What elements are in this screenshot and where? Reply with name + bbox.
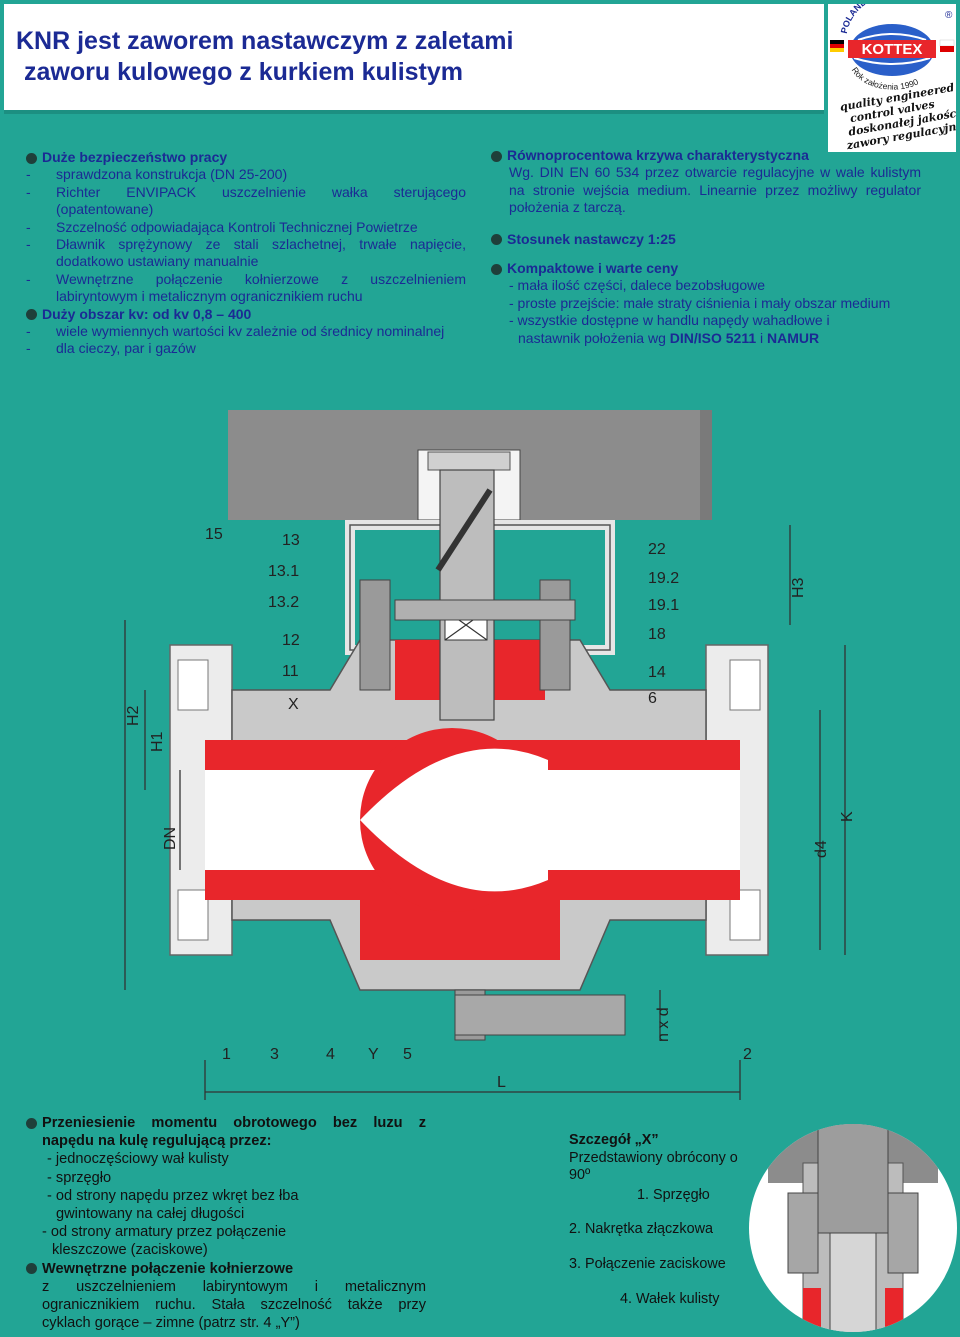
label-13: 13 bbox=[282, 532, 300, 549]
safety-heading: Duże bezpieczeństwo pracy bbox=[26, 149, 466, 166]
label-1: 1 bbox=[222, 1046, 231, 1063]
compact-heading: Kompaktowe i warte ceny bbox=[491, 260, 921, 277]
page-title-line-2: zaworu kulowego z kurkiem kulistym bbox=[24, 58, 464, 86]
bullet-icon bbox=[26, 1263, 37, 1275]
stem bbox=[439, 469, 495, 721]
detail-subtitle-line-2: 90º bbox=[569, 1167, 591, 1184]
list-item: - sprzęgło bbox=[47, 1169, 112, 1186]
label-13-2: 13.2 bbox=[268, 594, 299, 611]
detail-subtitle-line-1: Przedstawiony obrócony o bbox=[569, 1149, 738, 1166]
logo-brand-plate bbox=[848, 40, 936, 58]
label-13-1: 13.1 bbox=[268, 563, 299, 580]
bullet-icon bbox=[26, 1117, 37, 1129]
logo-brand: KOTTEX bbox=[862, 41, 923, 58]
logo-graphic: POLAND / POLSKA ® KOTTEX Rok założenia 1… bbox=[830, 4, 956, 152]
label-x: X bbox=[288, 696, 299, 713]
label-4: 4 bbox=[326, 1046, 335, 1063]
list-item: - od strony armatury przez połączenie bbox=[42, 1224, 287, 1241]
curve-heading: Równoprocentowa krzywa charakterystyczna bbox=[491, 147, 921, 164]
detail-x-drawing bbox=[749, 1124, 957, 1332]
dim-h3: H3 bbox=[790, 577, 807, 598]
safety-section: Duże bezpieczeństwo pracy -sprawdzona ko… bbox=[26, 149, 466, 358]
page-title: KNR jest zaworem nastawczym z zaletami z… bbox=[16, 26, 513, 88]
flange-paragraph-line-1: z uszczelnieniem labiryntowym i metalicz… bbox=[42, 1278, 426, 1295]
page-title-line-1: KNR jest zaworem nastawczym z zaletami bbox=[16, 27, 514, 55]
label-19-2: 19.2 bbox=[648, 570, 679, 587]
ratio-heading: Stosunek nastawczy 1:25 bbox=[491, 231, 921, 248]
dim-h1: H1 bbox=[149, 731, 166, 752]
flange-paragraph-line-2: ogranicznikiem ruchu. Stała szczelność t… bbox=[42, 1297, 426, 1314]
bullet-icon bbox=[26, 309, 37, 321]
dim-nxd: n x d bbox=[655, 1007, 672, 1042]
list-item: -Wewnętrzne połączenie kołnierzowe z usz… bbox=[26, 270, 466, 305]
dim-h2: H2 bbox=[125, 705, 142, 726]
kv-heading: Duży obszar kv: od kv 0,8 – 400 bbox=[26, 306, 466, 323]
label-22: 22 bbox=[648, 541, 666, 558]
list-item: -Richter ENVIPACK uszczelnienie wałka st… bbox=[26, 183, 466, 218]
label-5: 5 bbox=[403, 1046, 412, 1063]
list-item-continuation: gwintowany na całej długości bbox=[56, 1206, 245, 1223]
torque-heading-line-2: napędu na kulę regulującą przez: bbox=[42, 1133, 272, 1150]
label-3: 3 bbox=[270, 1046, 279, 1063]
list-item: - mała ilość części, dalece bezobsługowe bbox=[509, 277, 766, 294]
list-item: -dla cieczy, par i gazów bbox=[26, 340, 196, 357]
flange-paragraph-line-3: cyklach gorące – zimne (patrz str. 4 „Y”… bbox=[42, 1315, 300, 1332]
list-item: nastawnik położenia wg DIN/ISO 5211 i NA… bbox=[518, 329, 820, 346]
bullet-icon bbox=[26, 152, 37, 164]
list-item: - jednoczęściowy wał kulisty bbox=[47, 1151, 229, 1168]
detail-part-1: 1. Sprzęgło bbox=[637, 1186, 710, 1203]
label-14: 14 bbox=[648, 664, 666, 681]
kottex-logo: POLAND / POLSKA ® KOTTEX Rok założenia 1… bbox=[828, 4, 956, 152]
list-item: -sprawdzona konstrukcja (DN 25-200) bbox=[26, 166, 288, 183]
bullet-icon bbox=[491, 263, 502, 275]
dim-d4: d4 bbox=[813, 840, 830, 858]
bullet-icon bbox=[491, 150, 502, 162]
list-item: -wiele wymiennych wartości kv zależnie o… bbox=[26, 323, 445, 340]
list-item: - proste przejście: małe straty ciśnieni… bbox=[509, 294, 891, 311]
detail-part-2: 2. Nakrętka złączkowa bbox=[569, 1221, 713, 1238]
detail-title: Szczegół „X” bbox=[569, 1132, 659, 1148]
torque-section: Przeniesienie momentu obrotowego bez luz… bbox=[26, 1114, 426, 1332]
registered-mark: ® bbox=[945, 10, 953, 21]
label-18: 18 bbox=[648, 626, 666, 643]
bullet-icon bbox=[491, 234, 502, 246]
list-item-continuation: kleszczowe (zaciskowe) bbox=[52, 1242, 208, 1259]
label-2: 2 bbox=[743, 1046, 752, 1063]
torque-heading-line-1: Przeniesienie momentu obrotowego bez luz… bbox=[26, 1114, 426, 1132]
title-banner: KNR jest zaworem nastawczym z zaletami z… bbox=[4, 4, 824, 114]
curve-paragraph: Wg. DIN EN 60 534 przez otwarcie regulac… bbox=[509, 164, 921, 216]
dim-dn: DN bbox=[162, 827, 179, 850]
detail-part-4: 4. Wałek kulisty bbox=[620, 1290, 720, 1307]
list-item: - od strony napędu przez wkręt bez łba bbox=[47, 1187, 299, 1204]
detail-x-legend: Szczegół „X” Przedstawiony obrócony o 90… bbox=[569, 1132, 769, 1308]
list-item: -Dławnik sprężynowy ze stali szlachetnej… bbox=[26, 236, 466, 270]
label-12: 12 bbox=[282, 632, 300, 649]
label-19-1: 19.1 bbox=[648, 597, 679, 614]
detail-part-3: 3. Połączenie zaciskowe bbox=[569, 1255, 726, 1272]
characteristics-section: Równoprocentowa krzywa charakterystyczna… bbox=[491, 147, 921, 347]
label-y: Y bbox=[368, 1046, 379, 1063]
label-15: 15 bbox=[205, 526, 223, 543]
list-item: - wszystkie dostępne w handlu napędy wah… bbox=[509, 312, 830, 329]
flange-heading: Wewnętrzne połączenie kołnierzowe bbox=[26, 1260, 426, 1278]
label-6: 6 bbox=[648, 690, 657, 707]
dim-k: K bbox=[839, 811, 856, 822]
list-item: -Szczelność odpowiadająca Kontroli Techn… bbox=[26, 218, 418, 235]
label-11: 11 bbox=[282, 663, 299, 680]
dim-l: L bbox=[497, 1074, 506, 1091]
